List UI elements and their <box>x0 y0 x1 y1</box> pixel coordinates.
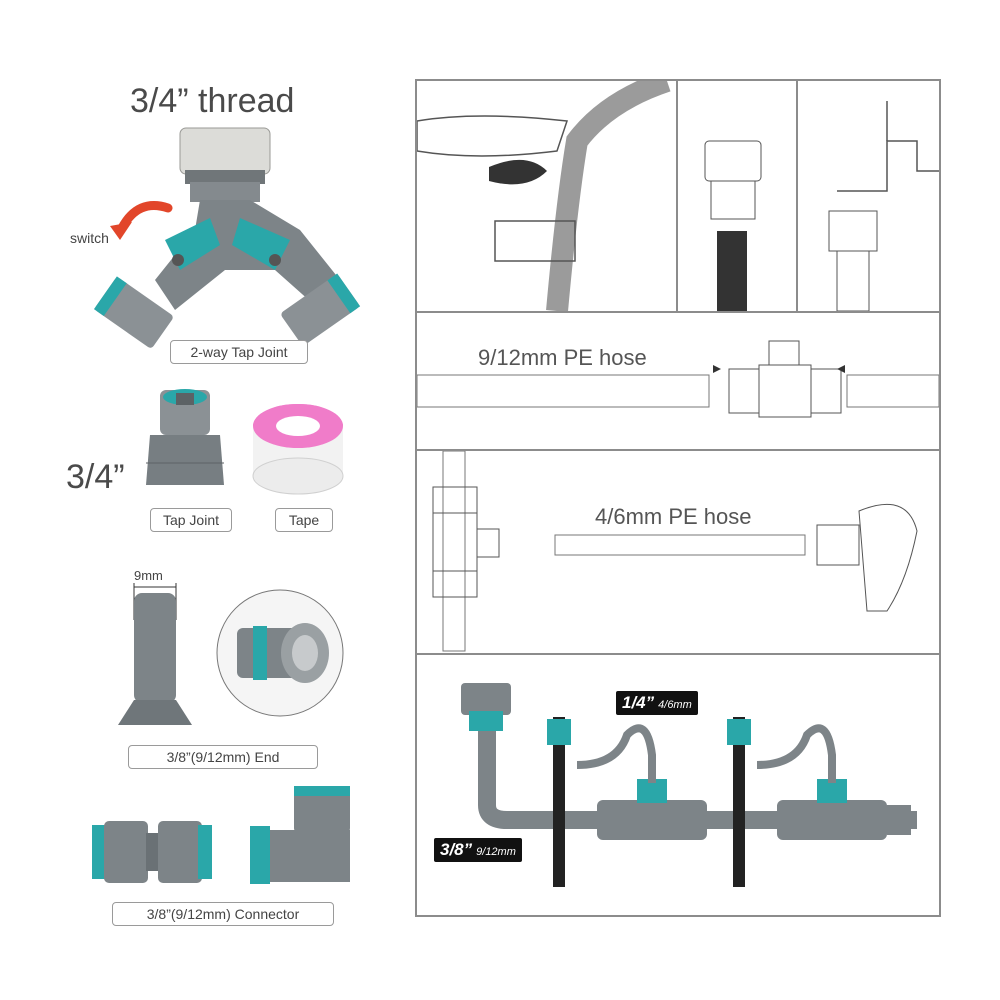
large-hose-diagram <box>417 340 939 418</box>
tap-joint-image <box>146 389 224 485</box>
tap-joint-tag: Tap Joint <box>150 508 232 532</box>
small-tube-badge-sub: 4/6mm <box>658 699 692 711</box>
switch-arrow-icon <box>110 201 173 240</box>
small-tube-badge-main: 1/4” <box>622 693 655 712</box>
installation-steps-image <box>417 81 939 312</box>
dimension-label: 9mm <box>134 568 163 583</box>
end-plug-detail-image <box>216 589 344 717</box>
two-way-tap-joint-tag: 2-way Tap Joint <box>170 340 308 364</box>
switch-label: switch <box>70 230 109 246</box>
small-hose-diagram <box>432 451 918 652</box>
elbow-connector-image <box>250 786 350 884</box>
tape-tag: Tape <box>275 508 333 532</box>
small-hose-panel <box>415 449 941 655</box>
assembly-diagram <box>461 683 917 887</box>
thread-title: 3/4” thread <box>130 82 295 120</box>
large-tube-badge-main: 3/8” <box>440 840 473 859</box>
large-hose-panel <box>415 311 941 453</box>
size-label: 3/4” <box>66 458 125 496</box>
small-tube-badge: 1/4”4/6mm <box>616 691 698 715</box>
small-hose-label: 4/6mm PE hose <box>595 504 752 529</box>
large-hose-label: 9/12mm PE hose <box>478 345 647 370</box>
two-way-tap-joint-image <box>93 127 361 348</box>
large-tube-badge-sub: 9/12mm <box>476 846 516 858</box>
end-plug-image <box>118 583 192 725</box>
large-tube-badge: 3/8”9/12mm <box>434 838 522 862</box>
straight-connector-image <box>92 821 212 883</box>
tape-image <box>252 404 344 495</box>
connector-tag: 3/8”(9/12mm) Connector <box>112 902 334 926</box>
end-tag: 3/8”(9/12mm) End <box>128 745 318 769</box>
